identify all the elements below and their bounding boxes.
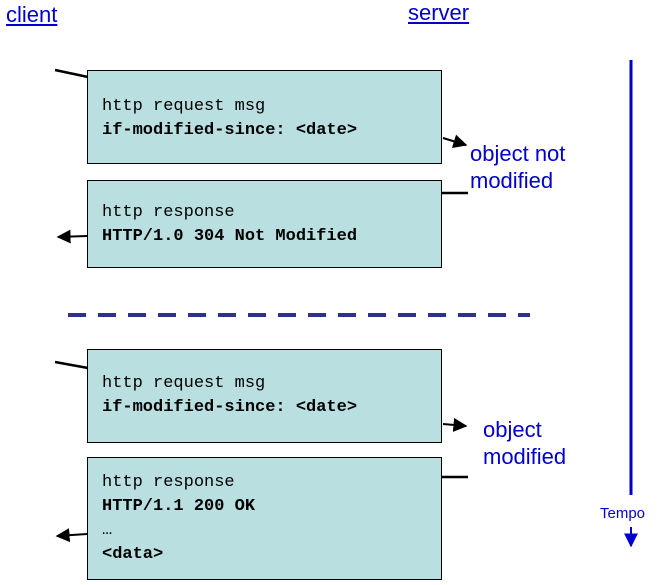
response-2-line2: HTTP/1.1 200 OK bbox=[102, 497, 256, 516]
request-1-line1: http request msg bbox=[102, 97, 266, 116]
note-not-modified-line2: modified bbox=[470, 168, 554, 193]
request-2-incoming-line bbox=[54, 360, 89, 370]
request-2-line2: if-modified-since: <date> bbox=[102, 398, 358, 417]
note-modified: object modified bbox=[483, 416, 566, 470]
response-1-box: http response HTTP/1.0 304 Not Modified bbox=[87, 180, 442, 268]
server-label: server bbox=[408, 0, 470, 25]
request-1-box: http request msg if-modified-since: <dat… bbox=[87, 70, 442, 164]
request-1-incoming-line bbox=[54, 68, 89, 79]
response-2-line4: <data> bbox=[102, 545, 164, 564]
request-1-arrow bbox=[442, 134, 468, 149]
note-modified-line1: object bbox=[483, 417, 542, 442]
request-2-box: http request msg if-modified-since: <dat… bbox=[87, 349, 442, 443]
response-2-arrow bbox=[55, 528, 88, 543]
response-2-line3: … bbox=[102, 521, 113, 540]
response-1-arrow bbox=[56, 229, 88, 244]
request-1-line2: if-modified-since: <date> bbox=[102, 121, 358, 140]
response-2-line1: http response bbox=[102, 473, 235, 492]
note-not-modified: object not modified bbox=[470, 140, 565, 194]
note-modified-line2: modified bbox=[483, 444, 567, 469]
request-2-line1: http request msg bbox=[102, 374, 266, 393]
response-1-line2: HTTP/1.0 304 Not Modified bbox=[102, 227, 358, 246]
response-1-line1: http response bbox=[102, 203, 235, 222]
request-2-arrow bbox=[442, 417, 468, 432]
timeline-label: Tempo bbox=[600, 505, 646, 522]
note-not-modified-line1: object not bbox=[470, 141, 566, 166]
client-label: client bbox=[6, 2, 58, 27]
response-2-box: http response HTTP/1.1 200 OK … <data> bbox=[87, 457, 442, 580]
